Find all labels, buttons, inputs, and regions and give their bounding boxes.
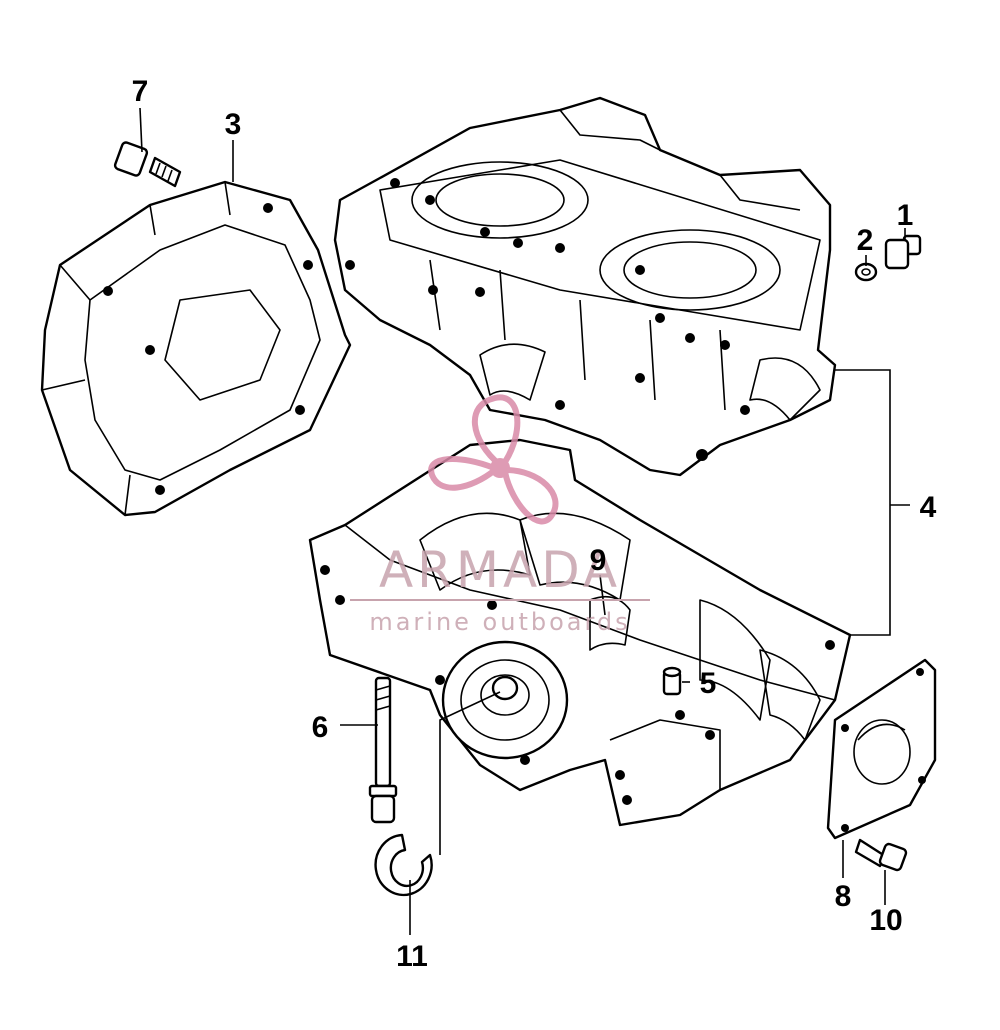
callout-8: 8 [835,880,852,913]
propeller-logo-icon [428,394,559,525]
watermark-brand: ARMADA [379,541,621,599]
callout-5: 5 [700,667,717,700]
callout-3: 3 [225,108,242,141]
callout-2: 2 [857,224,874,257]
washer [854,262,878,282]
callout-6: 6 [312,711,329,744]
callout-11: 11 [396,940,428,973]
callout-7: 7 [132,75,149,108]
callout-4: 4 [920,491,937,524]
small-bolt [854,838,908,872]
retaining-ring [374,833,433,897]
armada-watermark: ARMADA marine outboards [350,394,650,636]
long-bolt [368,676,398,824]
flange-bolt [884,234,922,270]
dowel-pin [662,666,682,696]
short-bolt-top [113,141,182,188]
callout-labels: 1 2 3 4 5 6 7 8 9 10 11 [132,75,937,973]
watermark-tagline: marine outboards [369,608,630,636]
callout-1: 1 [897,199,914,232]
magneto-housing [40,180,352,517]
callout-9: 9 [590,544,607,577]
callout-10: 10 [869,904,902,937]
leader-lines [139,107,910,935]
crankcase-lower [308,438,852,827]
gasket-plate [826,658,937,840]
crankcase-upper [333,96,837,477]
seal-housing [441,640,569,760]
